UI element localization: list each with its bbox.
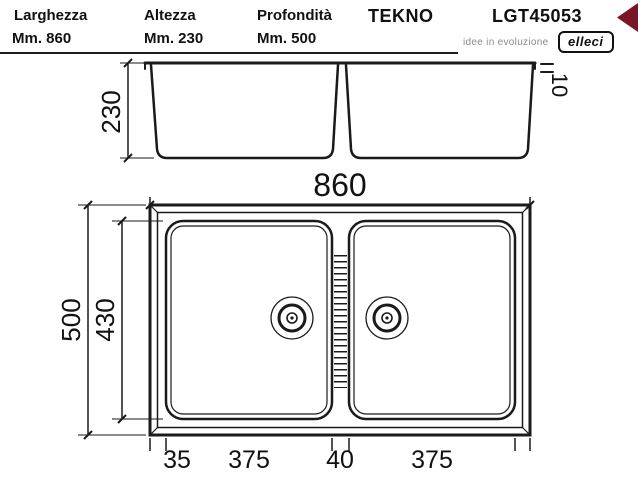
overall-depth-label: 500 — [56, 298, 86, 341]
rim-thickness-label: 10 — [547, 73, 572, 97]
bottom-dim-left-basin-label: 375 — [228, 446, 270, 474]
spec-label-altezza: Altezza — [144, 7, 196, 24]
right-basin — [347, 219, 517, 421]
front-height-label: 230 — [96, 90, 126, 133]
left-drain-icon — [270, 296, 314, 340]
product-code: LGT45053 — [492, 6, 583, 26]
spec-label-larghezza: Larghezza — [14, 7, 88, 24]
rim-thickness-ticks — [540, 63, 554, 73]
brand-tagline: idee in evoluzione — [463, 37, 549, 48]
plan-view-drawing — [148, 203, 532, 437]
dimension-overall-depth — [78, 200, 146, 440]
model-name: TEKNO — [368, 6, 434, 26]
technical-drawing: 230 10 860 — [56, 58, 572, 474]
spec-label-profondita: Profondità — [257, 7, 332, 24]
spec-value-larghezza: Mm. 860 — [12, 30, 72, 47]
dimension-front-height — [120, 58, 154, 163]
spec-value-altezza: Mm. 230 — [144, 30, 204, 47]
dimension-bottom-ticks — [149, 438, 531, 451]
left-basin — [164, 219, 334, 421]
bottom-dim-right-basin-label: 375 — [411, 446, 453, 474]
dimension-basin-depth — [112, 216, 163, 424]
front-view-drawing — [143, 61, 554, 160]
basin-depth-label: 430 — [90, 298, 120, 341]
spec-value-profondita: Mm. 500 — [257, 30, 317, 47]
header-divider — [0, 52, 458, 54]
right-drain-icon — [365, 296, 409, 340]
bottom-dim-margin-label: 35 — [163, 446, 191, 474]
bottom-dim-gap-label: 40 — [326, 446, 354, 474]
overall-width-label: 860 — [313, 167, 366, 203]
brand-accent-triangle-icon — [617, 3, 638, 32]
brand-logo: elleci — [558, 31, 614, 53]
